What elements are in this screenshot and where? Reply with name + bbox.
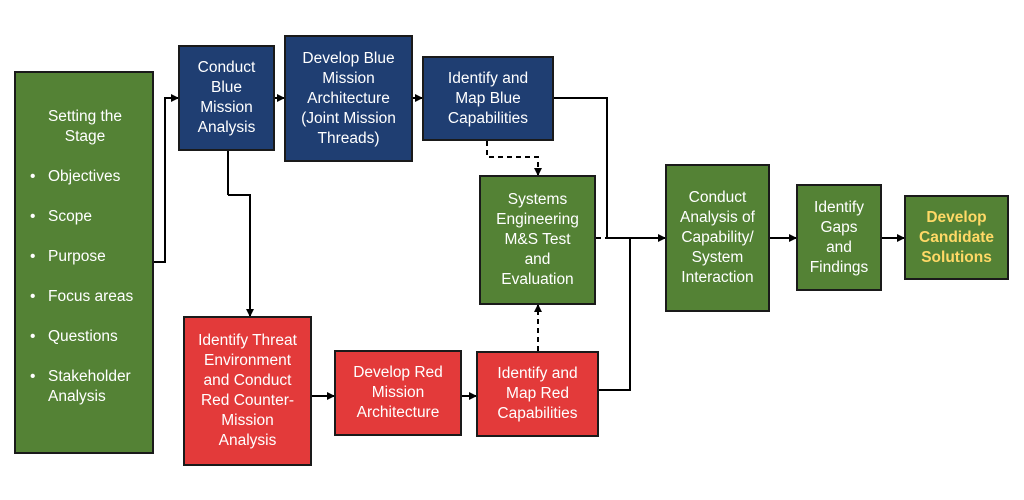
stage-item: Scope — [28, 207, 142, 227]
stage-item: Purpose — [28, 247, 142, 267]
arrow-blue-capabilities-to-systems-dashed — [486, 141, 542, 176]
blue-mission-analysis-label: Conduct Blue Mission Analysis — [197, 59, 256, 136]
arrow-blue-analysis-to-threat-down — [228, 194, 254, 317]
blue-mission-architecture-label: Develop Blue Mission Architecture (Joint… — [301, 49, 396, 147]
arrow-red-capabilities-to-analysis — [599, 238, 631, 391]
setting-the-stage-box: Setting the Stage Objectives Scope Purpo… — [14, 71, 154, 454]
arrow-stage-to-blue-analysis — [154, 94, 179, 263]
systems-engineering-box: Systems Engineering M&S Test and Evaluat… — [479, 175, 596, 305]
red-mission-architecture-box: Develop Red Mission Architecture — [334, 350, 462, 436]
red-mission-architecture-label: Develop Red Mission Architecture — [353, 364, 443, 421]
candidate-solutions-box: Develop Candidate Solutions — [904, 195, 1009, 280]
stage-item: Questions — [28, 327, 142, 347]
blue-capabilities-label: Identify and Map Blue Capabilities — [447, 69, 529, 127]
blue-mission-analysis-box: Conduct Blue Mission Analysis — [178, 45, 275, 151]
stage-items-list: Objectives Scope Purpose Focus areas Que… — [28, 167, 142, 407]
threat-environment-label: Identify Threat Environment and Conduct … — [198, 332, 297, 449]
stage-item: Focus areas — [28, 287, 142, 307]
arrow-blue-capabilities-to-analysis — [554, 97, 666, 242]
stage-item: Objectives — [28, 167, 142, 187]
blue-capabilities-box: Identify and Map Blue Capabilities — [422, 56, 554, 141]
candidate-solutions-label: Develop Candidate Solutions — [919, 208, 994, 266]
blue-mission-architecture-box: Develop Blue Mission Architecture (Joint… — [284, 35, 413, 162]
capability-analysis-label: Conduct Analysis of Capability/ System I… — [680, 189, 755, 286]
systems-engineering-label: Systems Engineering M&S Test and Evaluat… — [496, 191, 579, 288]
capability-analysis-box: Conduct Analysis of Capability/ System I… — [665, 164, 770, 312]
threat-environment-box: Identify Threat Environment and Conduct … — [183, 316, 312, 466]
gaps-findings-label: Identify Gaps and Findings — [809, 198, 869, 276]
red-capabilities-box: Identify and Map Red Capabilities — [476, 351, 599, 437]
gaps-findings-box: Identify Gaps and Findings — [796, 184, 882, 291]
red-capabilities-label: Identify and Map Red Capabilities — [497, 365, 578, 422]
setting-the-stage-title: Setting the Stage — [47, 108, 123, 145]
stage-item: Stakeholder Analysis — [28, 367, 142, 407]
